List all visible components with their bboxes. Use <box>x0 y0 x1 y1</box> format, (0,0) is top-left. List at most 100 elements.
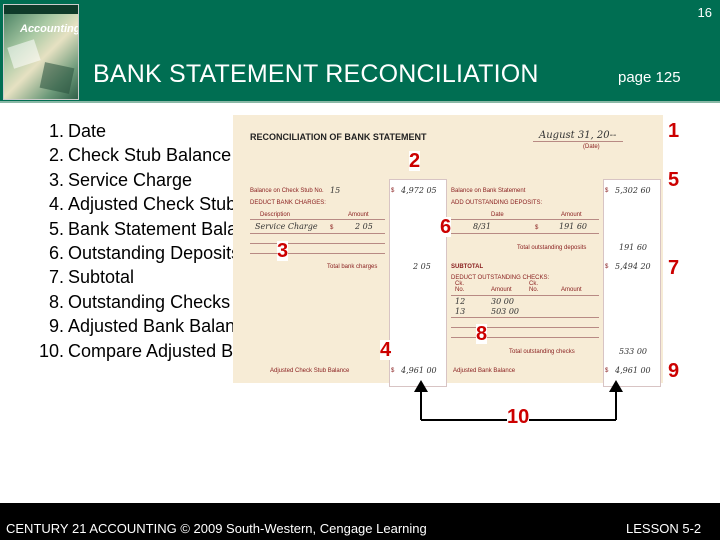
dollar-sign: $ <box>605 368 609 374</box>
list-item: 2.Check Stub Balance <box>10 143 338 167</box>
step-number: 9. <box>48 316 64 337</box>
step-number: 2. <box>48 145 64 166</box>
service-charge-description: Service Charge <box>255 222 318 231</box>
check-stub-number: 15 <box>330 186 341 195</box>
list-item: 5.Bank Statement Balance <box>10 217 338 241</box>
callout-badge-7: 7 <box>668 257 680 279</box>
page-reference: page 125 <box>618 69 681 86</box>
steps-list: 1.Date 2.Check Stub Balance 3.Service Ch… <box>10 119 338 363</box>
step-text: Outstanding Checks <box>68 291 231 312</box>
callout-badge-4: 4 <box>380 339 392 361</box>
callout-badge-10: 10 <box>507 406 530 428</box>
step-number: 3. <box>48 169 64 190</box>
check-number: 12 <box>455 297 466 306</box>
deduct-checks-label: DEDUCT OUTSTANDING CHECKS: <box>451 275 550 281</box>
book-label: Accounting <box>20 23 79 35</box>
step-number: 8. <box>48 291 64 312</box>
total-bank-charges-value: 2 05 <box>413 262 431 271</box>
dollar-sign: $ <box>535 225 539 231</box>
deposit-date: 8/31 <box>473 222 491 231</box>
table-rule <box>250 219 385 220</box>
total-deposits-value: 191 60 <box>619 243 647 252</box>
date-header: Date <box>491 212 504 218</box>
callout-badge-1: 1 <box>668 120 680 142</box>
ck-no-header: Ck. No. <box>455 281 465 293</box>
dollar-sign: $ <box>605 264 609 270</box>
total-checks-label: Total outstanding checks <box>509 349 575 355</box>
callout-badge-8: 8 <box>476 323 488 345</box>
callout-badge-6: 6 <box>440 216 452 238</box>
form-title: RECONCILIATION OF BANK STATEMENT <box>250 132 427 142</box>
table-rule <box>451 317 599 318</box>
step-number: 5. <box>48 218 64 239</box>
callout-badge-2: 2 <box>409 150 421 172</box>
list-item: 9.Adjusted Bank Balance <box>10 314 338 338</box>
list-item: 1.Date <box>10 119 338 143</box>
slide-title: BANK STATEMENT RECONCILIATION <box>93 60 539 88</box>
table-rule <box>250 233 385 234</box>
check-stub-balance-label: Balance on Check Stub No. <box>250 188 324 194</box>
callout-badge-5: 5 <box>668 169 680 191</box>
dollar-sign: $ <box>330 225 334 231</box>
footer-lesson: LESSON 5-2 <box>626 521 702 536</box>
step-number: 6. <box>48 243 64 264</box>
adjusted-check-stub-value: 4,961 00 <box>401 366 437 375</box>
callout-badge-9: 9 <box>668 360 680 382</box>
total-deposits-label: Total outstanding deposits <box>517 245 587 251</box>
step-text: Service Charge <box>68 169 193 190</box>
book-cover-image: Accounting <box>3 4 79 100</box>
bank-statement-balance-label: Balance on Bank Statement <box>451 188 526 194</box>
list-item: 7.Subtotal <box>10 265 338 289</box>
check-number: 13 <box>455 307 466 316</box>
table-rule <box>250 253 385 254</box>
amount-header: Amount <box>491 287 512 293</box>
date-rule <box>533 141 623 142</box>
step-number: 4. <box>48 194 64 215</box>
add-deposits-label: ADD OUTSTANDING DEPOSITS: <box>451 200 543 206</box>
table-rule <box>451 219 599 220</box>
table-rule <box>250 243 385 244</box>
step-number: 1. <box>48 121 64 141</box>
step-text: Outstanding Deposits <box>68 243 241 264</box>
step-text: Subtotal <box>68 267 135 288</box>
slide-footer: CENTURY 21 ACCOUNTING © 2009 South-Weste… <box>0 503 720 540</box>
amount-header: Amount <box>561 287 582 293</box>
check-amount: 30 00 <box>491 297 514 306</box>
date-label: (Date) <box>583 144 600 150</box>
amount-header: Amount <box>348 212 369 218</box>
subtotal-label: SUBTOTAL <box>451 264 484 270</box>
check-amount: 503 00 <box>491 307 519 316</box>
list-item: 8.Outstanding Checks <box>10 290 338 314</box>
step-text: Adjusted Bank Balance <box>68 316 255 337</box>
date-value: August 31, 20-- <box>539 130 617 141</box>
table-rule <box>451 233 599 234</box>
right-amount-column <box>603 179 661 387</box>
step-text: Check Stub Balance <box>68 145 232 166</box>
deposit-amount: 191 60 <box>559 222 587 231</box>
list-item: 3.Service Charge <box>10 168 338 192</box>
callout-badge-3: 3 <box>277 240 289 262</box>
left-amount-column <box>389 179 447 387</box>
total-checks-value: 533 00 <box>619 347 647 356</box>
ck-no-header: Ck. No. <box>529 281 539 293</box>
footer-copyright: CENTURY 21 ACCOUNTING © 2009 South-Weste… <box>6 521 427 536</box>
table-rule <box>451 337 599 338</box>
service-charge-amount: 2 05 <box>355 222 373 231</box>
check-stub-balance: 4,972 05 <box>401 186 437 195</box>
step-number: 7. <box>48 267 64 288</box>
dollar-sign: $ <box>391 368 395 374</box>
table-rule <box>451 327 599 328</box>
table-rule <box>451 295 599 296</box>
slide-header: Accounting 16 BANK STATEMENT RECONCILIAT… <box>0 0 720 101</box>
subtotal-value: 5,494 20 <box>615 262 651 271</box>
bank-statement-balance: 5,302 60 <box>615 186 651 195</box>
dollar-sign: $ <box>605 188 609 194</box>
total-bank-charges-label: Total bank charges <box>327 264 378 270</box>
description-header: Description <box>260 212 291 218</box>
adjusted-bank-value: 4,961 00 <box>615 366 651 375</box>
deduct-bank-charges-label: DEDUCT BANK CHARGES: <box>250 200 326 206</box>
slide-number: 16 <box>697 5 712 20</box>
adjusted-check-stub-label: Adjusted Check Stub Balance <box>270 368 350 374</box>
list-item: 6.Outstanding Deposits <box>10 241 338 265</box>
